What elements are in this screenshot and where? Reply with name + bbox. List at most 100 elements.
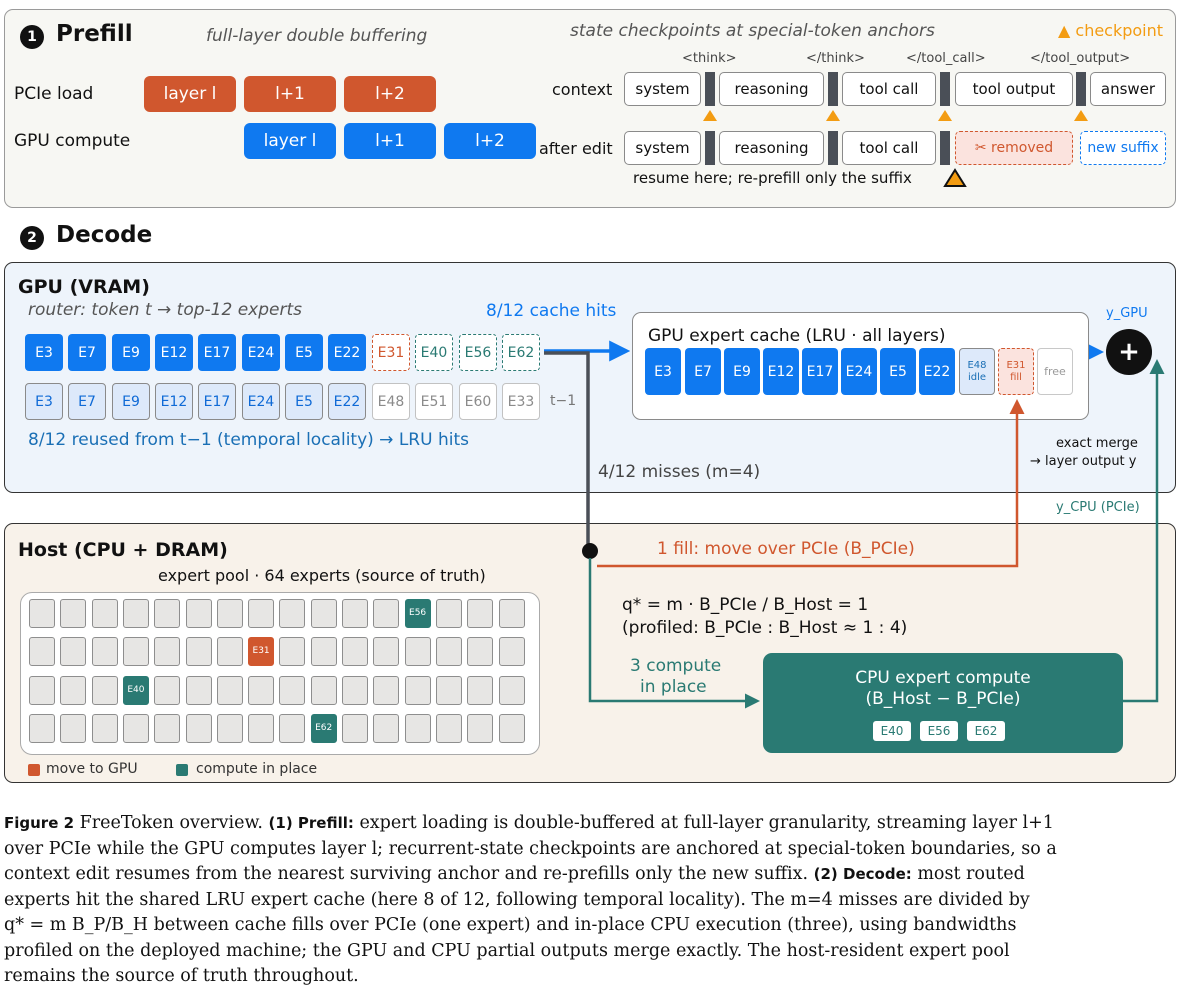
expert-pool-cell (435, 713, 462, 743)
expert-pool-cell (279, 637, 306, 667)
q-profiled: (profiled: B_PCIe : B_Host ≈ 1 : 4) (622, 618, 908, 638)
prefill-subtitle: full-layer double buffering (206, 26, 428, 46)
caption-line-2: over PCIe while the GPU computes layer l… (4, 838, 1057, 859)
expert-chip-hit: E22 (328, 334, 366, 371)
expert-pool-cell (216, 637, 243, 667)
expert-pool-cell-label: E62 (315, 722, 333, 733)
legend-move-swatch (28, 764, 40, 776)
expert-pool-cell (185, 675, 212, 705)
checkpoint-title: state checkpoints at special-token ancho… (570, 21, 935, 41)
cpu-compute-title: CPU expert compute (855, 668, 1031, 688)
expert-pool-cell (373, 713, 400, 743)
expert-pool-cell (216, 675, 243, 705)
cache-slot: E24 (841, 348, 877, 395)
checkpoint-marker (938, 110, 952, 121)
cache-slot: E5 (880, 348, 916, 395)
merge-plus-glyph: + (1118, 337, 1140, 367)
expert-pool-cell (310, 675, 337, 705)
checkpoint-marker (1074, 110, 1088, 121)
expert-pool-cell (279, 675, 306, 705)
decode-title: Decode (56, 222, 153, 248)
cache-idle-state: idle (967, 371, 987, 383)
caption-line-6: profiled on the deployed machine; the GP… (4, 940, 1010, 961)
expert-pool-cell-label: E31 (252, 646, 270, 657)
expert-chip-prev: E17 (198, 383, 236, 420)
expert-pool-cell (154, 675, 181, 705)
cache-slot-fill: E31 fill (998, 348, 1034, 395)
expert-pool-cell (122, 713, 149, 743)
compute-note-1: 3 compute (630, 656, 722, 676)
expert-pool-cell (154, 637, 181, 667)
cache-slot-free: free (1037, 348, 1073, 395)
expert-pool-cell (60, 599, 87, 628)
cpu-expert-chip: E40 (873, 721, 911, 741)
expert-pool-cell (185, 599, 212, 628)
after-segment: reasoning (719, 131, 824, 165)
anchor-bar (705, 72, 715, 106)
caption-decode-label: (2) Decode: (813, 865, 912, 883)
expert-pool-cell: E56 (404, 599, 431, 628)
gpu-layer-box: layer l (244, 123, 336, 159)
expert-chip-hit: E12 (155, 334, 193, 371)
decode-number-badge: 2 (20, 226, 44, 250)
anchor-bar (828, 72, 838, 106)
cache-slot: E7 (685, 348, 721, 395)
caption-intro: FreeToken overview. (79, 813, 263, 833)
expert-pool-cell (342, 713, 368, 743)
decode-arrows (544, 340, 1165, 709)
expert-chip-miss-compute: E56 (459, 334, 497, 371)
expert-pool-cell-label: E56 (409, 608, 427, 618)
token-tag: <think> (682, 51, 737, 66)
expert-pool-cell (60, 675, 87, 705)
q-formula: q* = m · B_PCIe / B_Host = 1 (622, 595, 869, 615)
cpu-merge-arrow (1123, 359, 1165, 703)
expert-pool-cell (498, 713, 525, 743)
context-segment: system (624, 72, 701, 106)
expert-pool-cell (29, 713, 55, 743)
caption-line-4: experts hit the shared LRU expert cache … (4, 889, 1030, 910)
context-segment: tool call (842, 72, 936, 106)
expert-chip-hit: E5 (285, 334, 323, 371)
expert-chip-hit: E24 (242, 334, 280, 371)
expert-chip-prev: E12 (155, 383, 193, 420)
prev-step-label: t−1 (550, 393, 577, 409)
legend-compute-label: compute in place (196, 761, 318, 777)
merge-plus-icon: + (1106, 329, 1152, 375)
caption-decode-start: most routed (917, 864, 1025, 884)
cache-title: GPU expert cache (LRU · all layers) (648, 326, 946, 346)
prefill-number-badge: 1 (20, 25, 44, 49)
expert-chip-hit: E7 (68, 334, 106, 371)
expert-pool-cell (310, 637, 337, 667)
caption-line-5: q* = m B_P/B_H between cache fills over … (4, 915, 1017, 935)
expert-pool-cell: E31 (248, 637, 275, 667)
expert-pool-cell (373, 637, 400, 667)
token-tag: </tool_call> (906, 51, 986, 66)
checkpoint-marker (703, 110, 717, 121)
expert-pool-cell (404, 675, 431, 705)
figure-caption: Figure 2 FreeToken overview. (1) Prefill… (4, 811, 1176, 990)
expert-chip-hit: E17 (198, 334, 236, 371)
expert-chip-prev-other: E33 (502, 383, 540, 420)
gpu-compute-label: GPU compute (14, 131, 131, 151)
expert-pool-cell (154, 713, 181, 743)
expert-pool-cell (248, 713, 275, 743)
expert-chip-miss-fill: E31 (372, 334, 410, 371)
expert-pool-cell (435, 637, 462, 667)
expert-pool-cell (91, 713, 118, 743)
expert-chip-prev: E5 (285, 383, 323, 420)
pcie-layer-box: layer l (144, 76, 236, 112)
caption-line-1: Figure 2 FreeToken overview. (1) Prefill… (4, 811, 1176, 837)
expert-pool-cell (91, 637, 118, 667)
expert-pool-cell (91, 675, 118, 705)
expert-pool-cell (154, 599, 181, 628)
y-cpu-label: y_CPU (PCIe) (1056, 500, 1140, 515)
cache-slot: E22 (919, 348, 955, 395)
expert-pool-cell (122, 599, 149, 628)
miss-split-dot (582, 543, 598, 559)
pcie-layer-box: l+2 (344, 76, 436, 112)
cache-slot: E17 (802, 348, 838, 395)
context-segment: tool output (955, 72, 1073, 106)
pcie-layer-box: l+1 (244, 76, 336, 112)
expert-pool-cell (60, 637, 87, 667)
expert-pool-cell (342, 599, 368, 628)
